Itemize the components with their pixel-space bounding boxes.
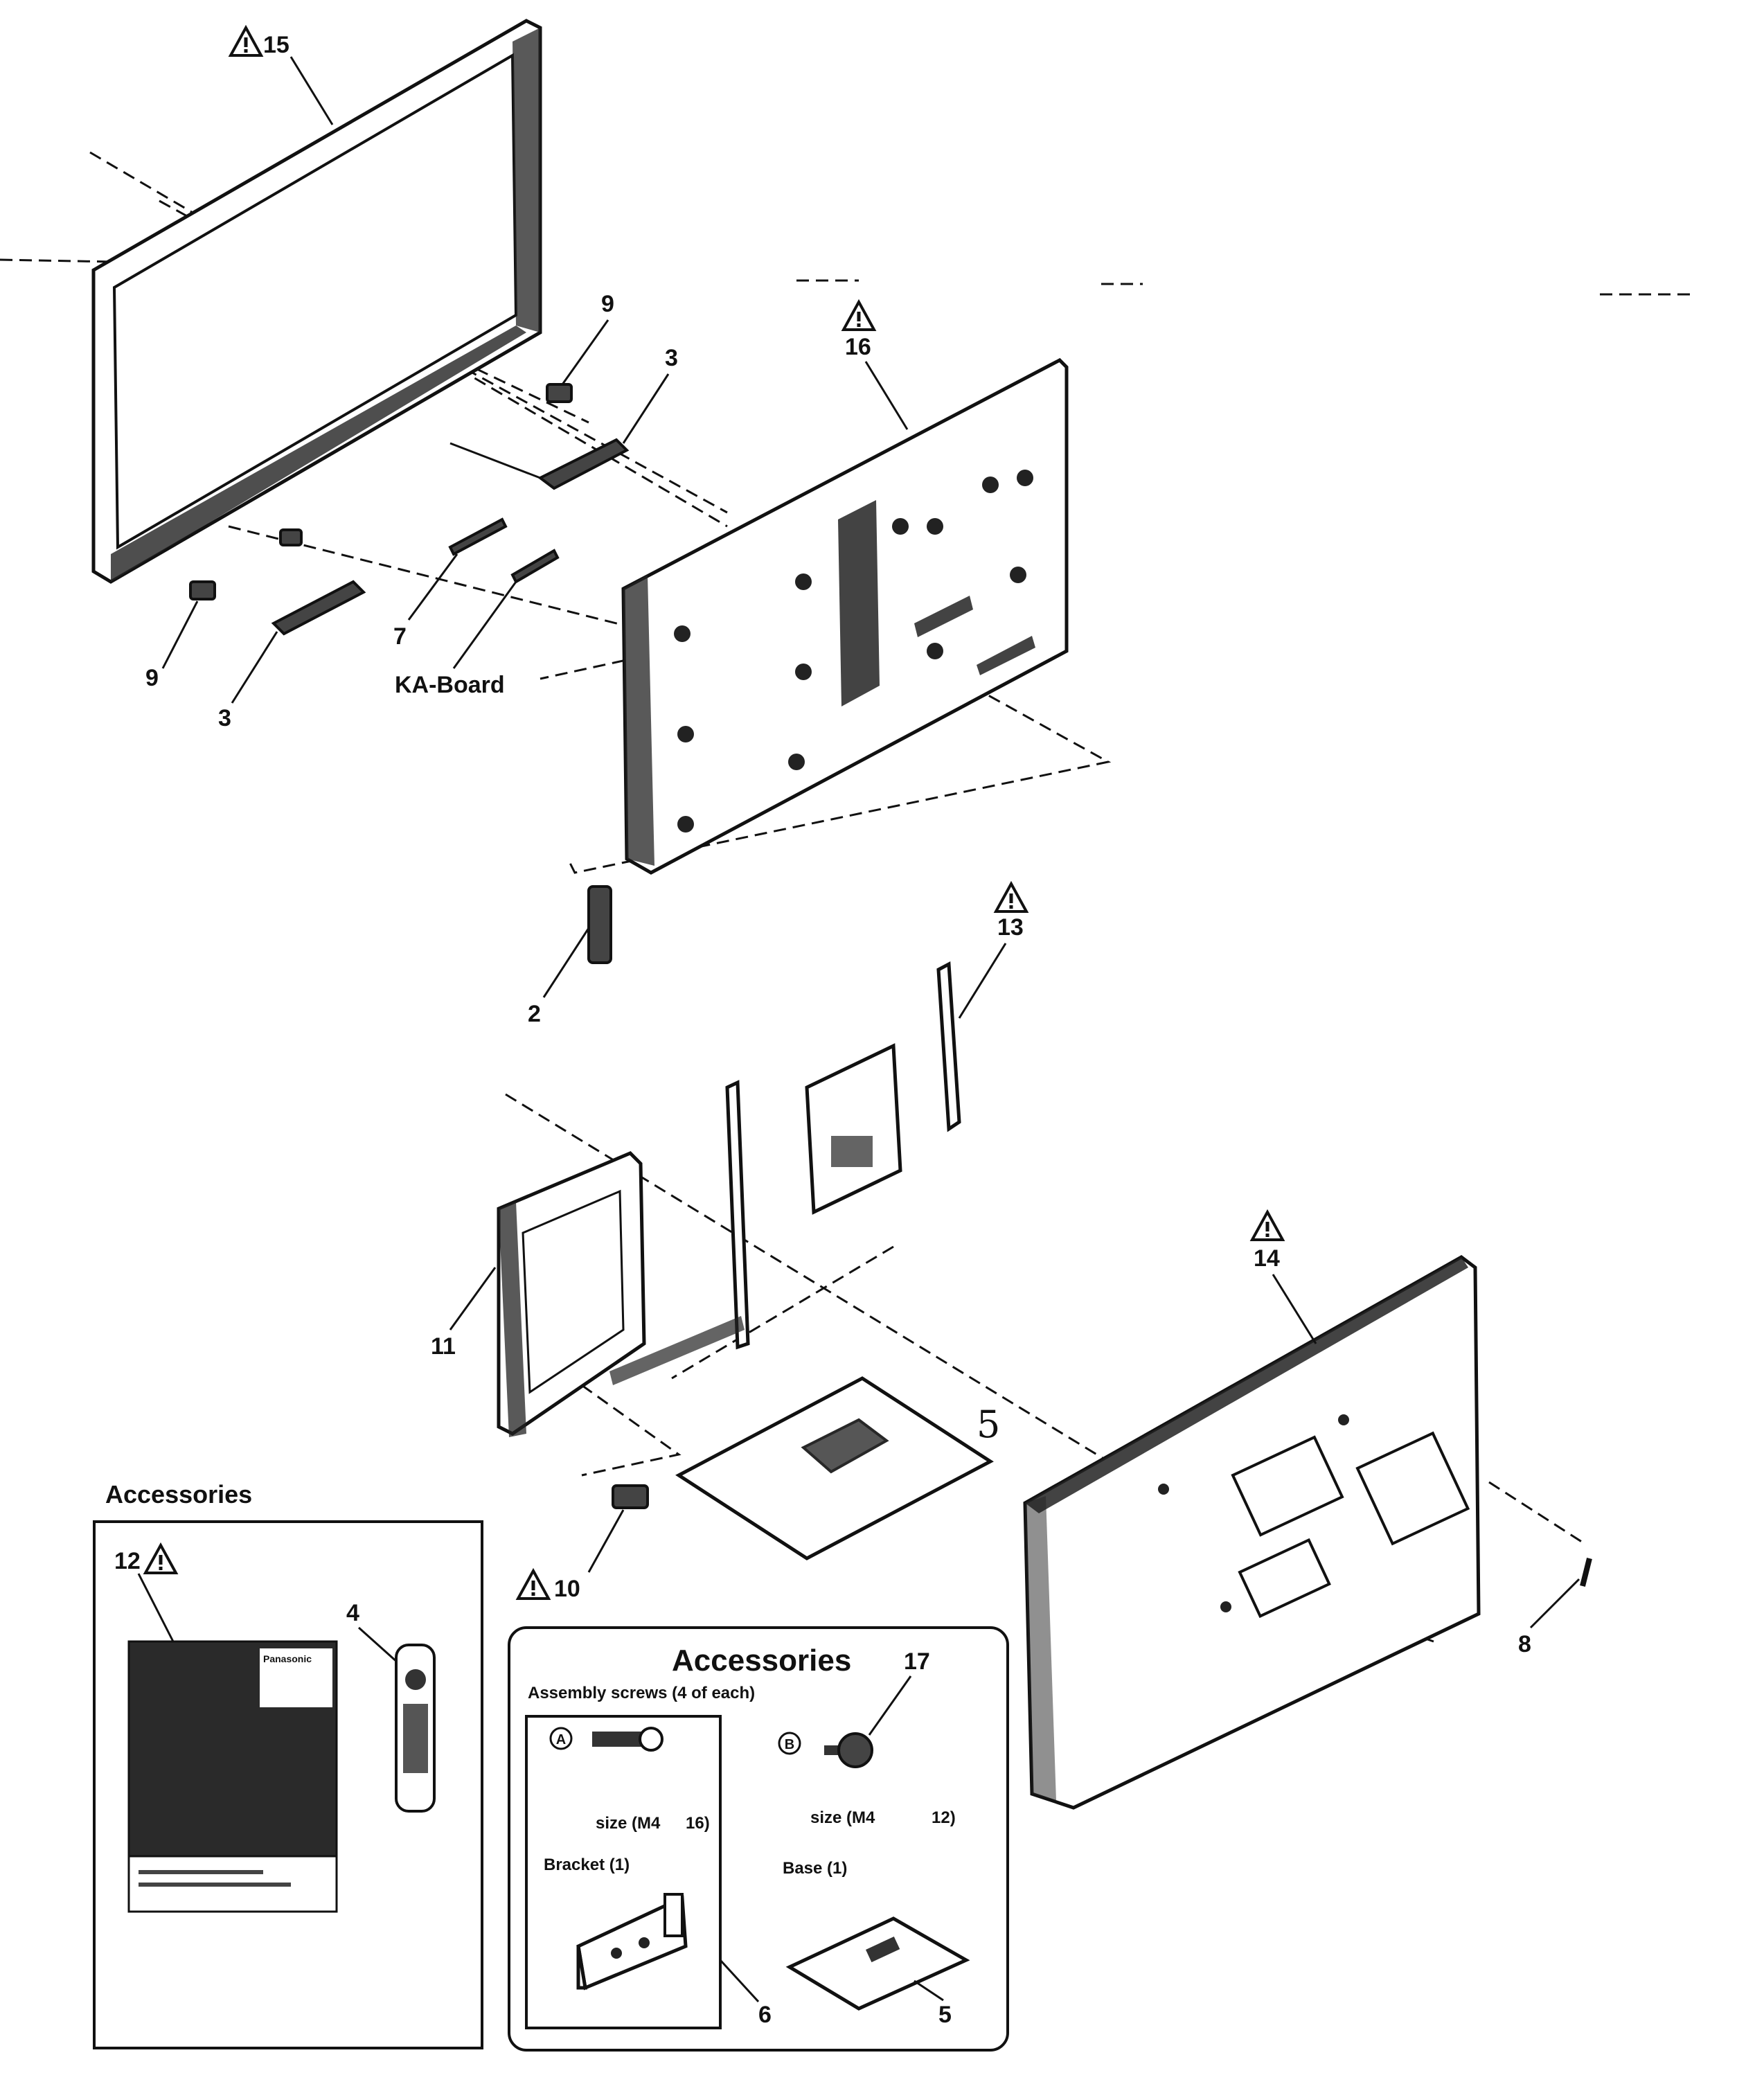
part-10-callout: 10 — [517, 1509, 625, 1602]
remote-callout: 4 — [346, 1600, 359, 1626]
callout-label: 9 — [145, 665, 159, 691]
screw-a-length: 16) — [686, 1814, 710, 1833]
clip-part-right — [546, 383, 573, 403]
rear-cover-part — [1023, 1255, 1481, 1810]
callout-label: 8 — [1518, 1631, 1531, 1657]
speaker-right-callout: 3 — [622, 345, 678, 444]
bar-part-7 — [448, 517, 508, 556]
clip-right-callout: 9 — [561, 291, 614, 385]
ka-board-part — [510, 549, 560, 584]
panel-callout: 16 — [842, 301, 909, 430]
accessories-heading: Accessories — [105, 1480, 252, 1509]
callout-label: 11 — [431, 1333, 456, 1360]
screw-b-marker: B — [785, 1737, 794, 1752]
callout-label: 2 — [528, 1001, 541, 1027]
screw-8-callout: 8 — [1518, 1578, 1580, 1657]
screw-b: B 17 size (M4 12) — [778, 1648, 956, 1827]
callout-label: KA-Board — [395, 672, 505, 698]
bracket-item: Bracket (1) 6 — [544, 1856, 772, 2028]
bracket-callout: 6 — [758, 2002, 772, 2028]
display-panel-part — [621, 357, 1069, 875]
front-bezel-part — [91, 19, 542, 584]
base-label: Base (1) — [783, 1859, 847, 1878]
part-10 — [612, 1484, 649, 1509]
accessories-subheading: Assembly screws (4 of each) — [528, 1684, 755, 1702]
callout-label: 15 — [263, 32, 289, 58]
ka-board-callout: KA-Board — [395, 581, 517, 698]
part-11-chassis — [497, 1080, 750, 1437]
clip-part-left — [189, 528, 303, 600]
screw-a-size: size (M4 — [596, 1814, 661, 1833]
part-11-callout: 11 — [431, 1267, 497, 1360]
warning-icon — [517, 1569, 550, 1600]
screw-b-length: 12) — [932, 1808, 956, 1827]
callout-label: 14 — [1254, 1245, 1280, 1272]
bar-7-callout: 7 — [393, 553, 458, 650]
clip-left-callout: 9 — [145, 600, 199, 691]
accessories-left-panel: Accessories 12 Panasonic 4 — [93, 1480, 483, 2049]
base-item: Base (1) 5 — [783, 1859, 970, 2028]
warning-icon — [995, 882, 1028, 913]
screw-a: A size (M4 16) — [549, 1727, 710, 1833]
accessories-right-panel: Accessories Assembly screws (4 of each) … — [508, 1626, 1009, 2052]
callout-label: 3 — [218, 705, 231, 731]
callout-label: 16 — [845, 334, 871, 360]
speaker-left-callout: 3 — [218, 631, 278, 731]
part-13-board — [805, 961, 961, 1215]
screw-b-size: size (M4 — [810, 1808, 875, 1827]
rear-cover-callout: 14 — [1251, 1211, 1317, 1344]
callout-label: 13 — [997, 914, 1024, 941]
warning-icon — [229, 26, 262, 57]
accessories-heading: Accessories — [672, 1644, 851, 1678]
bezel-callout: 15 — [229, 26, 334, 125]
part-13-callout: 13 — [958, 882, 1028, 1019]
callout-label: 7 — [393, 623, 407, 650]
bracket-label: Bracket (1) — [544, 1856, 630, 1874]
screw-part-8 — [1580, 1558, 1592, 1587]
callout-label: 10 — [554, 1576, 580, 1602]
owners-manual-image: Panasonic — [127, 1640, 338, 1913]
stand-base-part: 5 — [675, 1376, 1000, 1560]
base-callout: 5 — [938, 2002, 952, 2028]
part-2-callout: 2 — [528, 927, 590, 1027]
remote-control-image — [395, 1644, 436, 1813]
callout-label: 9 — [601, 291, 614, 317]
warning-icon — [842, 301, 875, 331]
warning-icon — [1251, 1211, 1284, 1241]
callout-label: 3 — [665, 345, 678, 371]
manual-callout: 12 — [114, 1548, 141, 1574]
speaker-part-left — [271, 580, 366, 636]
speaker-part-right — [449, 438, 630, 490]
handwritten-callout: 5 — [977, 1403, 1000, 1446]
manual-brand: Panasonic — [263, 1653, 312, 1664]
screw-a-marker: A — [556, 1732, 566, 1747]
screw-b-callout: 17 — [904, 1648, 930, 1675]
part-2 — [587, 885, 612, 964]
